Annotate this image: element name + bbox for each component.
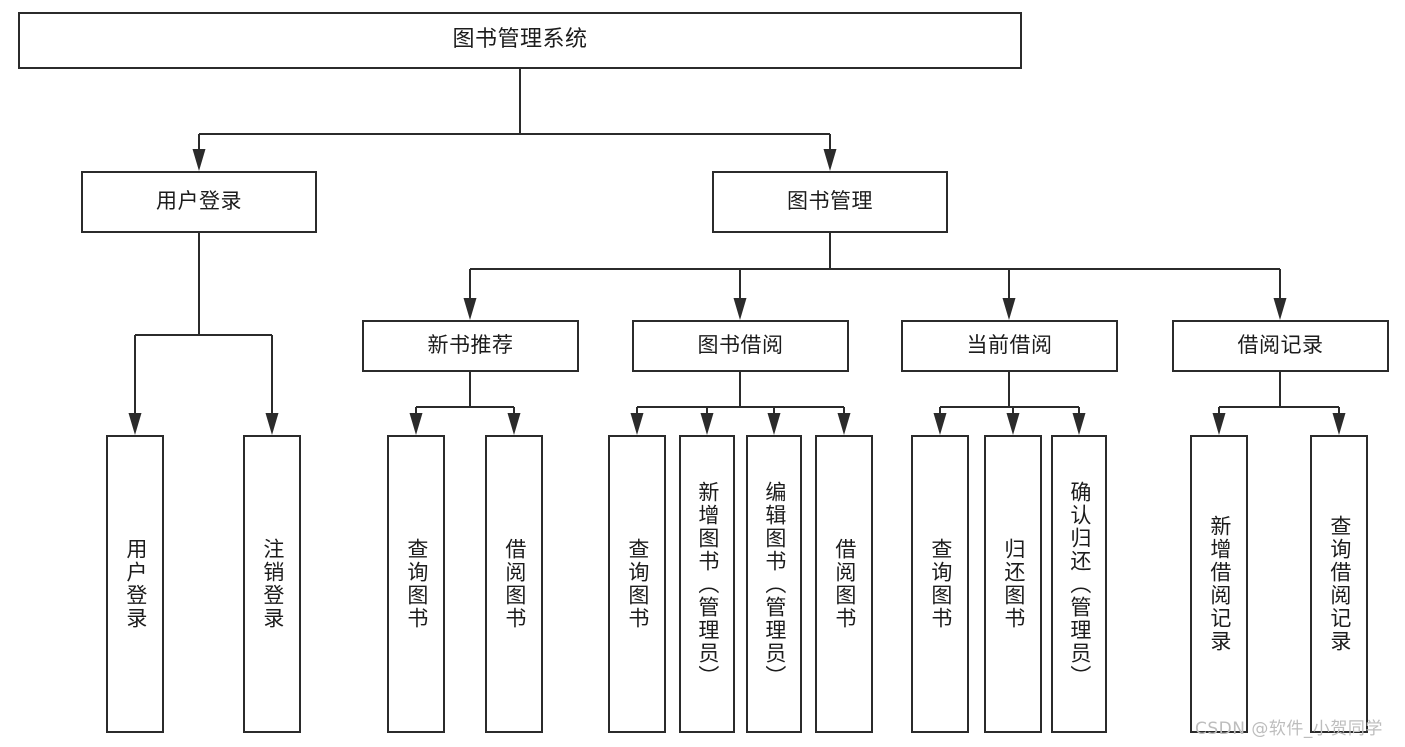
node-leaf-add-book-admin[interactable]: 新增图书（管理员） bbox=[679, 435, 735, 733]
arrowhead-arrow-to-borrow-record bbox=[1273, 298, 1287, 320]
node-label-leaf-user-logout: 注销登录 bbox=[260, 538, 285, 630]
arrowhead-arrow-to-leaf-query-book-2 bbox=[630, 413, 644, 435]
node-label-leaf-edit-book-admin: 编辑图书（管理员） bbox=[762, 480, 787, 688]
node-label-leaf-query-book-1: 查询图书 bbox=[404, 538, 429, 630]
node-leaf-query-book-3[interactable]: 查询图书 bbox=[911, 435, 969, 733]
node-leaf-confirm-return-admin[interactable]: 确认归还（管理员） bbox=[1051, 435, 1107, 733]
node-label-leaf-confirm-return-admin: 确认归还（管理员） bbox=[1067, 480, 1092, 688]
connector-group bbox=[128, 69, 1346, 435]
arrowhead-arrow-to-leaf-borrow-book-1 bbox=[507, 413, 521, 435]
arrowhead-arrow-to-book-borrow bbox=[733, 298, 747, 320]
node-leaf-query-book-2[interactable]: 查询图书 bbox=[608, 435, 666, 733]
arrowhead-arrow-to-current-borrow bbox=[1002, 298, 1016, 320]
node-leaf-query-book-1[interactable]: 查询图书 bbox=[387, 435, 445, 733]
node-label-leaf-add-borrow-record: 新增借阅记录 bbox=[1207, 515, 1232, 653]
node-label-new-book-recommend: 新书推荐 bbox=[427, 333, 514, 358]
node-leaf-return-book[interactable]: 归还图书 bbox=[984, 435, 1042, 733]
node-borrow-record[interactable]: 借阅记录 bbox=[1172, 320, 1389, 372]
node-book-borrow[interactable]: 图书借阅 bbox=[632, 320, 849, 372]
arrowhead-arrow-to-leaf-user-logout bbox=[265, 413, 279, 435]
node-leaf-borrow-book-2[interactable]: 借阅图书 bbox=[815, 435, 873, 733]
arrowhead-arrow-to-leaf-confirm-return-admin bbox=[1072, 413, 1086, 435]
node-label-leaf-borrow-book-1: 借阅图书 bbox=[502, 538, 527, 630]
node-leaf-edit-book-admin[interactable]: 编辑图书（管理员） bbox=[746, 435, 802, 733]
node-current-borrow[interactable]: 当前借阅 bbox=[901, 320, 1118, 372]
arrowhead-arrow-to-leaf-query-book-1 bbox=[409, 413, 423, 435]
node-user-login[interactable]: 用户登录 bbox=[81, 171, 317, 233]
arrowhead-arrow-to-book-manage bbox=[823, 149, 837, 171]
node-label-borrow-record: 借阅记录 bbox=[1237, 333, 1324, 358]
node-book-manage[interactable]: 图书管理 bbox=[712, 171, 948, 233]
arrowhead-arrow-to-leaf-borrow-book-2 bbox=[837, 413, 851, 435]
node-label-leaf-user-login: 用户登录 bbox=[123, 538, 148, 630]
node-leaf-query-borrow-record[interactable]: 查询借阅记录 bbox=[1310, 435, 1368, 733]
node-label-book-borrow: 图书借阅 bbox=[697, 333, 784, 358]
node-label-leaf-query-book-2: 查询图书 bbox=[625, 538, 650, 630]
arrowhead-arrow-to-new-book-recommend bbox=[463, 298, 477, 320]
node-label-leaf-add-book-admin: 新增图书（管理员） bbox=[695, 480, 720, 688]
node-label-book-manage: 图书管理 bbox=[787, 189, 873, 214]
arrowhead-arrow-to-leaf-query-borrow-record bbox=[1332, 413, 1346, 435]
node-label-leaf-borrow-book-2: 借阅图书 bbox=[832, 538, 857, 630]
node-root[interactable]: 图书管理系统 bbox=[18, 12, 1022, 69]
node-label-leaf-query-book-3: 查询图书 bbox=[928, 538, 953, 630]
node-leaf-user-login[interactable]: 用户登录 bbox=[106, 435, 164, 733]
node-label-leaf-query-borrow-record: 查询借阅记录 bbox=[1327, 515, 1352, 653]
arrowhead-arrow-to-leaf-user-login bbox=[128, 413, 142, 435]
node-leaf-borrow-book-1[interactable]: 借阅图书 bbox=[485, 435, 543, 733]
arrowhead-arrow-to-leaf-add-borrow-record bbox=[1212, 413, 1226, 435]
node-label-root: 图书管理系统 bbox=[452, 27, 588, 53]
arrowhead-arrow-to-user-login bbox=[192, 149, 206, 171]
arrowhead-arrow-to-leaf-query-book-3 bbox=[933, 413, 947, 435]
arrowhead-arrow-to-leaf-edit-book-admin bbox=[767, 413, 781, 435]
node-leaf-user-logout[interactable]: 注销登录 bbox=[243, 435, 301, 733]
node-label-user-login: 用户登录 bbox=[156, 189, 242, 214]
node-leaf-add-borrow-record[interactable]: 新增借阅记录 bbox=[1190, 435, 1248, 733]
node-label-current-borrow: 当前借阅 bbox=[966, 333, 1053, 358]
arrowhead-arrow-to-leaf-return-book bbox=[1006, 413, 1020, 435]
arrowhead-arrow-to-leaf-add-book-admin bbox=[700, 413, 714, 435]
node-label-leaf-return-book: 归还图书 bbox=[1001, 538, 1026, 630]
node-new-book-recommend[interactable]: 新书推荐 bbox=[362, 320, 579, 372]
